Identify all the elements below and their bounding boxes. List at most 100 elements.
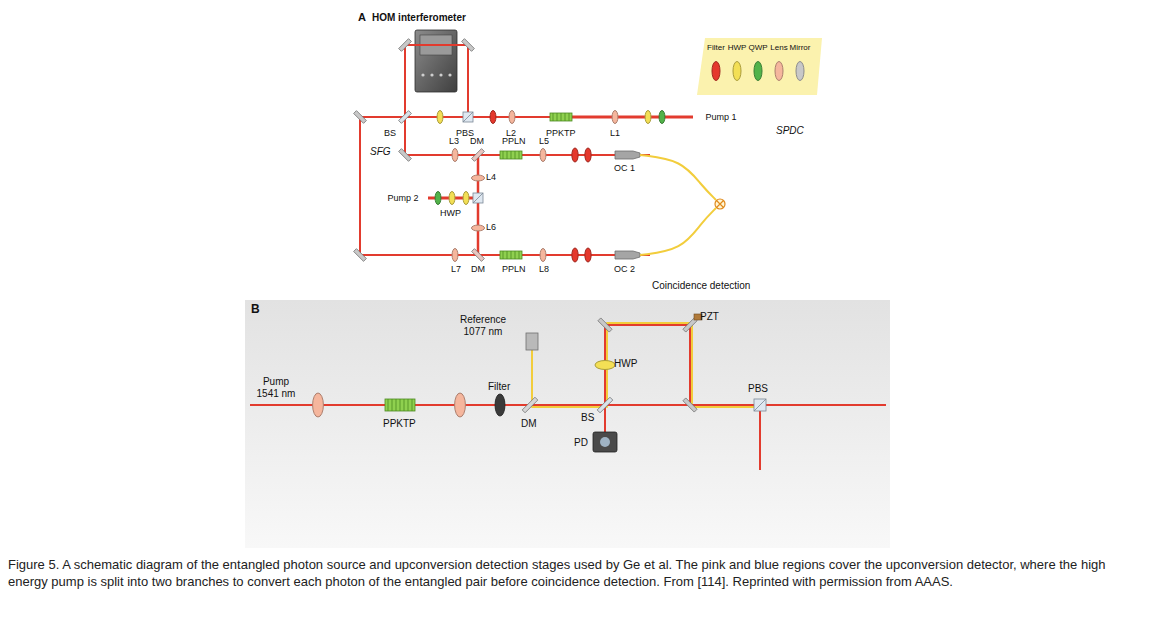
panel-ground (245, 300, 890, 548)
component-label: L4 (486, 172, 496, 182)
laser-beam (605, 325, 690, 405)
nonlinear-crystal (500, 151, 522, 159)
crystal-stripe (515, 151, 516, 159)
stage-screw (439, 73, 442, 76)
filter (490, 111, 496, 124)
component-label: L1 (610, 128, 620, 138)
legend-swatch (775, 62, 783, 81)
crystal-stripe (388, 399, 389, 411)
beam-splitter-cube (463, 112, 473, 122)
filter (572, 148, 578, 162)
component-label: PD (574, 437, 588, 449)
dichroic-mirror (472, 149, 485, 162)
lens (540, 149, 546, 162)
component-label: Reference 1077 nm (455, 314, 511, 337)
component-label: DM (471, 264, 485, 274)
half-wave-plate (437, 111, 443, 124)
component-label: L3 (449, 136, 459, 146)
component-label: PZT (700, 311, 719, 323)
cube-diagonal (473, 193, 483, 203)
component-label: DM (470, 136, 484, 146)
laser-housing (694, 104, 749, 131)
region-shape (541, 140, 812, 298)
reference-beam (532, 323, 762, 407)
mirror (683, 398, 697, 412)
coincidence-counter (717, 201, 724, 208)
component-label: Filter (488, 381, 510, 393)
laser-housing (379, 185, 428, 212)
laser-beam (405, 45, 650, 155)
crystal-stripe (519, 151, 520, 159)
crystal-stripe (569, 113, 570, 121)
component-label: OC 1 (614, 163, 635, 173)
legend-swatch-box (705, 59, 727, 83)
region-band: Coincidence detection (541, 140, 812, 298)
crystal-stripe (396, 399, 397, 411)
beam-splitter (597, 397, 613, 413)
legend-band (697, 38, 822, 95)
filter (495, 394, 505, 416)
crystal-stripe (553, 113, 554, 121)
lens (452, 149, 458, 162)
crystal-stripe (511, 151, 512, 159)
dichroic-mirror (472, 249, 485, 262)
legend-item: QWP (747, 43, 769, 85)
mirror (354, 111, 367, 124)
beam-splitter-cube (473, 193, 483, 203)
panel-letter: A (358, 11, 366, 24)
legend-item: HWP (726, 43, 748, 85)
legend-text: QWP (748, 43, 767, 52)
half-wave-plate (449, 192, 455, 205)
component-label: L5 (539, 136, 549, 146)
component-label: PPKTP (546, 128, 576, 138)
component-label: L7 (451, 264, 461, 274)
nonlinear-crystal (385, 399, 415, 411)
lens (455, 393, 466, 417)
lens (472, 225, 485, 231)
component-label: PPKTP (383, 418, 416, 430)
translation-stage (415, 30, 457, 92)
crystal-stripe (507, 251, 508, 259)
legend-text: Lens (770, 43, 787, 52)
laser-beam (759, 405, 761, 470)
figure-caption: Figure 5. A schematic diagram of the ent… (8, 556, 1144, 590)
stage-screw (430, 73, 433, 76)
half-wave-plate (645, 111, 651, 124)
crystal-stripe (404, 399, 405, 411)
component-label: HWP (440, 208, 461, 218)
coincidence-counter (715, 199, 725, 209)
component-label: DM (521, 418, 537, 430)
laser-beam (405, 116, 560, 118)
legend-item: Mirror (789, 43, 811, 85)
component-label: OC 2 (614, 264, 635, 274)
crystal-stripe (565, 113, 566, 121)
crystal-stripe (557, 113, 558, 121)
legend-item: Lens (768, 43, 790, 85)
legend-text: Mirror (790, 43, 811, 52)
lens (509, 111, 515, 124)
region-shape (330, 140, 556, 298)
lens (452, 249, 458, 262)
region-shape (343, 10, 705, 140)
mirror (399, 39, 412, 52)
legend-text: HWP (728, 43, 747, 52)
legend-swatch-box (747, 59, 769, 83)
optical-fiber (640, 155, 716, 200)
crystal-stripe (408, 399, 409, 411)
crystal-stripe (507, 151, 508, 159)
crystal-stripe (400, 399, 401, 411)
region-shape (330, 140, 556, 298)
beam-splitter-cube (754, 399, 766, 411)
component-label: L8 (539, 264, 549, 274)
half-wave-plate (595, 361, 615, 370)
component-label: BS (581, 412, 594, 424)
component-label: PPLN (502, 264, 526, 274)
region-title: SFG (370, 146, 391, 158)
fiber-connector (526, 333, 538, 350)
laser-box: Pump 2 (378, 184, 428, 212)
legend-item: Filter (705, 43, 727, 85)
laser-box: Pump 1 (693, 103, 749, 131)
laser-side (694, 126, 749, 131)
lens (472, 175, 485, 181)
